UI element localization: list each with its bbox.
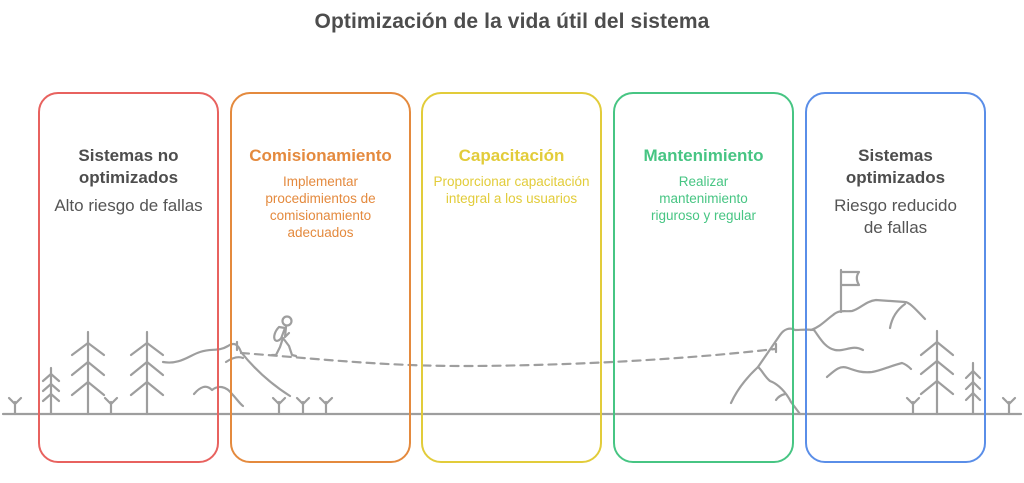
stage-description: Riesgo reducido de fallas (834, 196, 957, 237)
page-title: Optimización de la vida útil del sistema (314, 10, 710, 33)
stage-description: Alto riesgo de fallas (54, 196, 203, 215)
stage-card-training (421, 92, 602, 463)
stage-title: Comisionamiento (249, 146, 392, 165)
stage-title: Sistemas no optimizados (78, 146, 179, 187)
mountain-icon (729, 298, 927, 416)
stage-text-optimized: Sistemas optimizados Riesgo reducido de … (805, 145, 986, 239)
stage-card-unoptimized (38, 92, 219, 463)
dashed-path (239, 347, 777, 368)
stage-card-optimized (805, 92, 986, 463)
pine-tree-icon (964, 361, 982, 416)
stage-description: Implementar procedimientos de comisionam… (265, 174, 376, 240)
pine-tree-icon (41, 366, 61, 416)
grass-sprout-icon (905, 396, 1017, 416)
stage-card-maintenance (613, 92, 794, 463)
stage-text-commissioning: Comisionamiento Implementar procedimient… (230, 145, 411, 241)
stage-text-maintenance: Mantenimiento Realizar mantenimiento rig… (613, 145, 794, 224)
stage-title: Capacitación (458, 146, 565, 165)
stage-text-unoptimized: Sistemas no optimizados Alto riesgo de f… (38, 145, 219, 217)
pine-tree-icon (919, 329, 955, 416)
pine-tree-icon (70, 330, 106, 416)
stage-title: Mantenimiento (643, 146, 764, 165)
stage-description: Realizar mantenimiento riguroso y regula… (650, 174, 757, 223)
mountain-icon (161, 340, 292, 408)
stage-card-commissioning (230, 92, 411, 463)
stage-description: Proporcionar capacitación integral a los… (433, 174, 590, 206)
pine-tree-icon (129, 330, 165, 416)
stage-text-training: Capacitación Proporcionar capacitación i… (421, 145, 602, 207)
grass-sprout-icon (7, 396, 334, 416)
summit-flag-icon (839, 268, 861, 314)
stage-title: Sistemas optimizados (845, 146, 946, 187)
